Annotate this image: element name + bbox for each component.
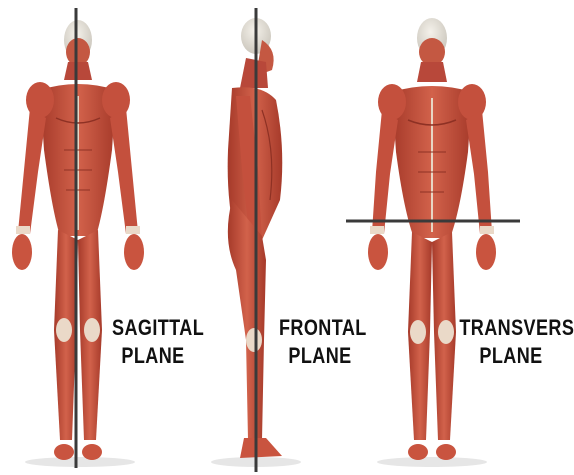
- front-figure-transverse: [368, 18, 496, 467]
- transverse-plane-label: TRANSVERSE PLANE: [459, 314, 562, 370]
- frontal-label-line1: FRONTAL: [279, 314, 361, 342]
- transverse-label-line2: PLANE: [459, 342, 562, 370]
- transverse-label-line1: TRANSVERSE: [459, 314, 562, 342]
- front-figure-sagittal: [12, 20, 144, 467]
- sagittal-label-line1: SAGITTAL: [112, 314, 194, 342]
- sagittal-plane-label: SAGITTAL PLANE: [112, 314, 194, 370]
- frontal-label-line2: PLANE: [279, 342, 361, 370]
- frontal-plane-label: FRONTAL PLANE: [279, 314, 361, 370]
- sagittal-label-line2: PLANE: [112, 342, 194, 370]
